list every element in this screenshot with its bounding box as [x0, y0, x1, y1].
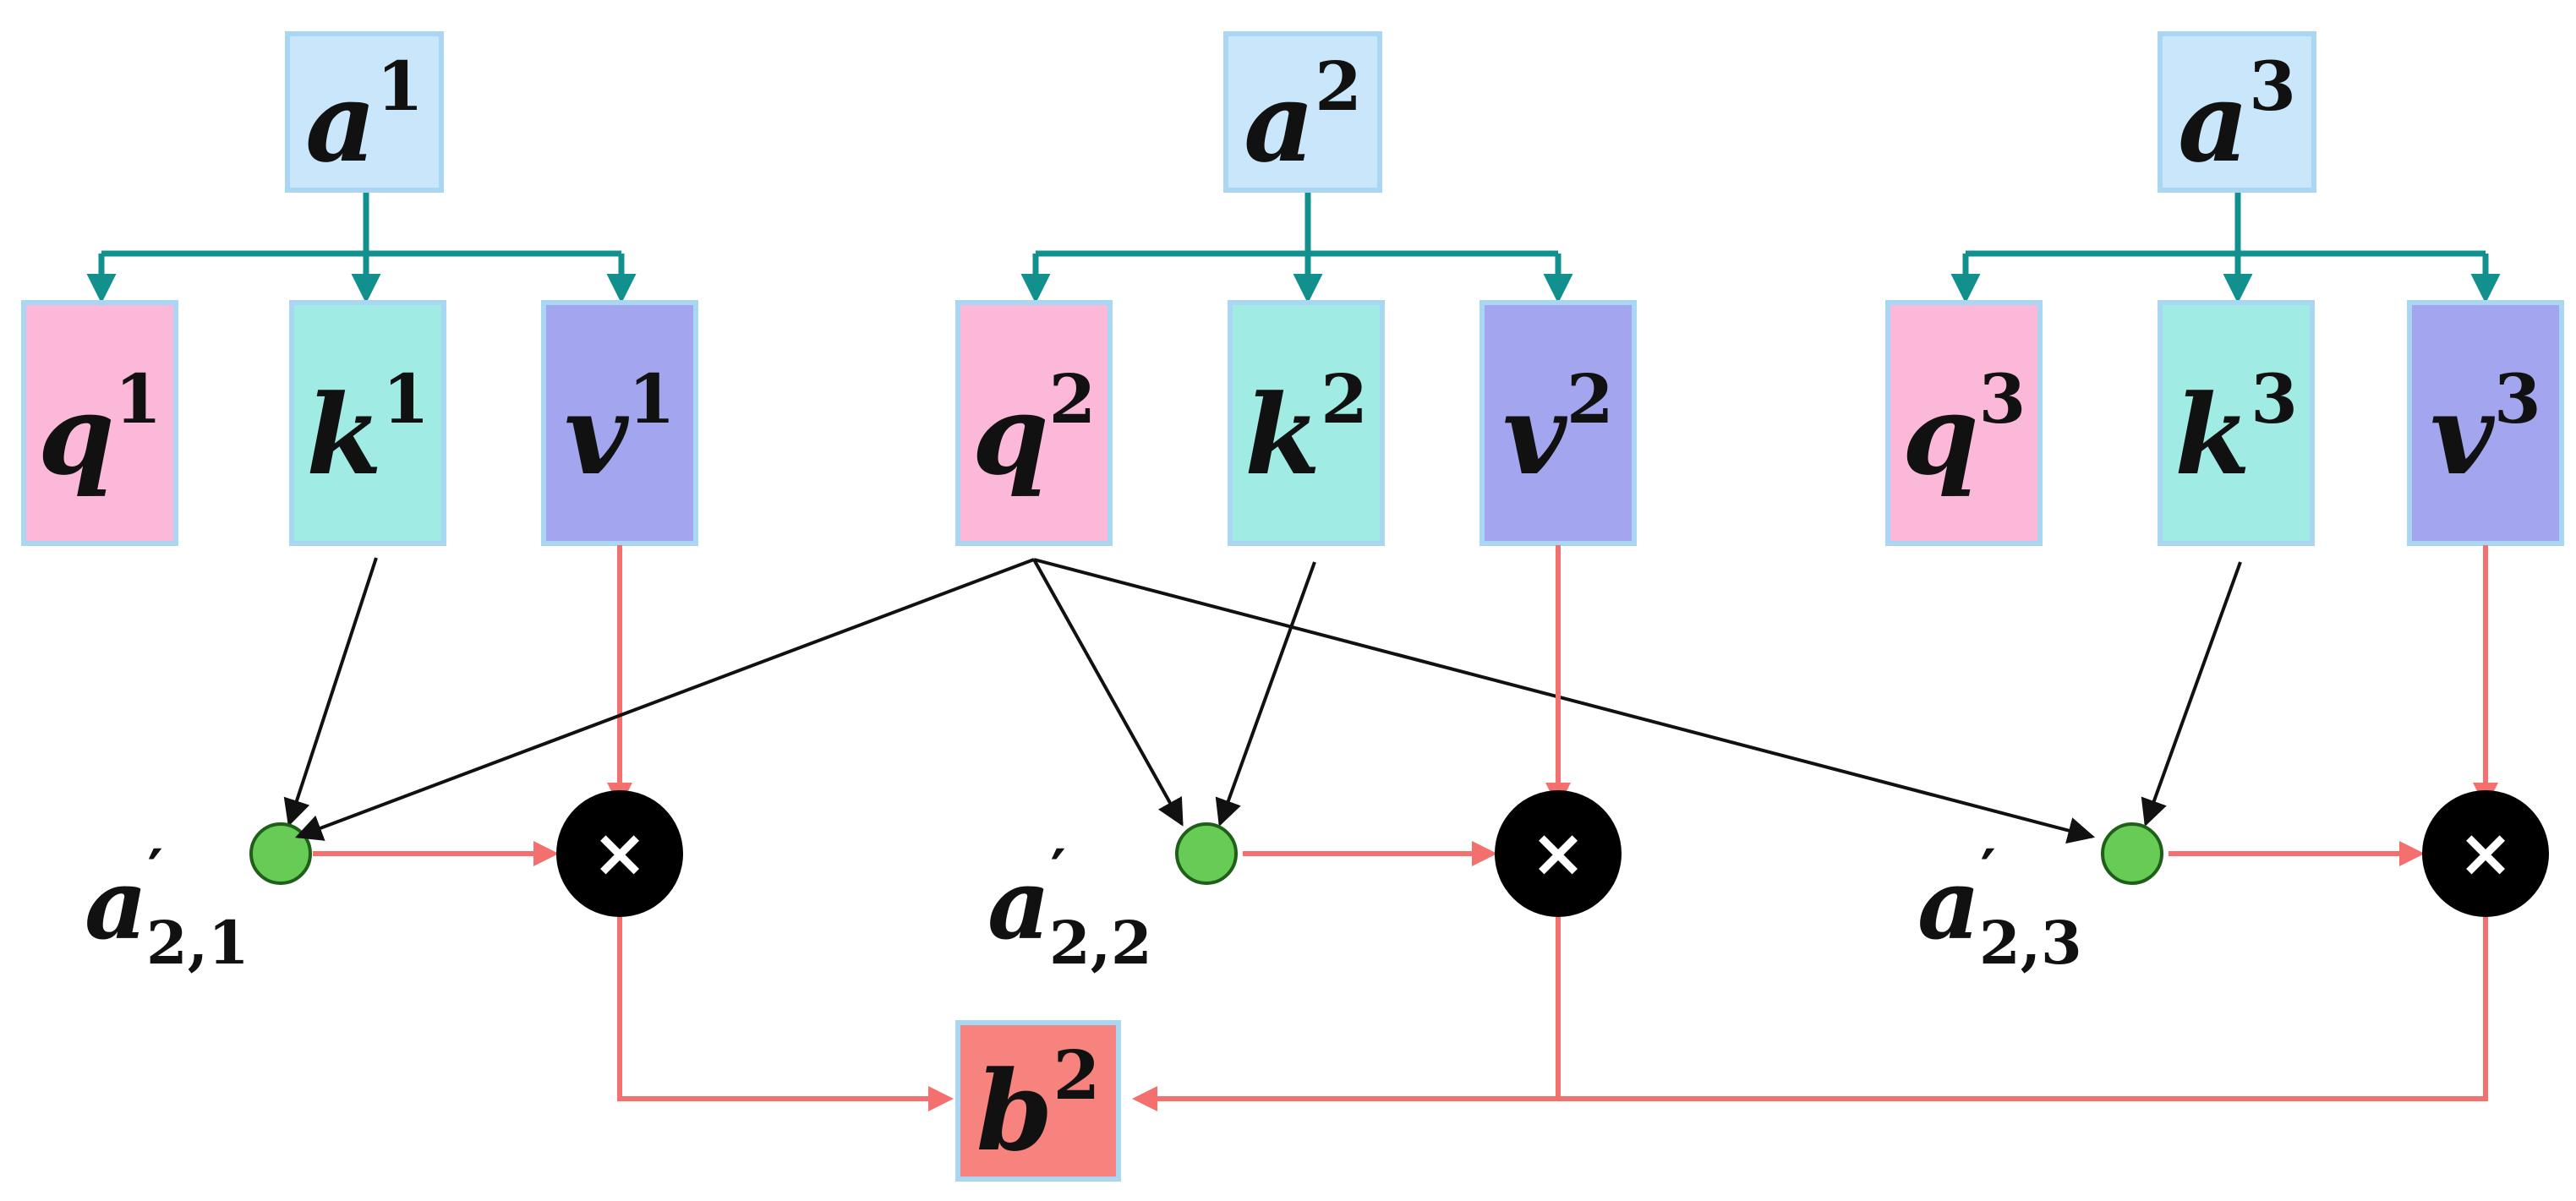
input-sup: 3 [2249, 46, 2296, 126]
column-1: a1 q1 k1 v1 [21, 31, 698, 978]
query-to-score-1-arrow [295, 558, 1035, 841]
score-node-icon [1175, 822, 1238, 885]
key-base: k [2174, 370, 2251, 500]
svg-text:q1: q1 [38, 359, 162, 500]
multiply-node-icon: × [556, 790, 683, 917]
input-box: a3 [2158, 31, 2316, 193]
svg-text:k1: k1 [306, 359, 429, 500]
query-sup: 2 [1049, 359, 1097, 439]
key-sup: 1 [382, 359, 429, 439]
query-base: q [38, 370, 115, 500]
query-to-score-2-arrow [1032, 559, 1184, 827]
value-sup: 1 [628, 359, 675, 439]
key-to-score-arrow [283, 557, 378, 827]
svg-text:q3: q3 [1902, 359, 2026, 500]
value-box: v2 [1479, 300, 1637, 546]
value-sup: 2 [1567, 359, 1614, 439]
svg-text:b2: b2 [976, 1035, 1101, 1176]
svg-text:k2: k2 [1244, 359, 1368, 500]
svg-text:v2: v2 [1502, 359, 1613, 500]
key-base: k [1244, 370, 1321, 500]
multiply-1-to-output [617, 917, 954, 1111]
key-base: k [306, 370, 382, 500]
key-to-score-arrow [1215, 561, 1316, 827]
value-base: v [1502, 370, 1567, 500]
multiply-symbol: × [1530, 816, 1585, 892]
key-box: k3 [2158, 300, 2315, 546]
score-label: a′2,3 [1917, 836, 2082, 978]
value-base: v [2430, 370, 2495, 500]
query-base: q [1902, 370, 1979, 500]
query-sup: 1 [115, 359, 162, 439]
multiply-symbol: × [2458, 816, 2513, 892]
key-sup: 3 [2251, 359, 2298, 439]
column-3: a3 q3 k3 v3 × [1885, 31, 2564, 978]
output-sup: 2 [1053, 1035, 1101, 1115]
value-base: v [564, 370, 629, 500]
svg-text:a3: a3 [2178, 46, 2296, 187]
score-node-icon [2101, 822, 2163, 885]
query-box: q2 [955, 300, 1113, 546]
svg-text:a1: a1 [305, 46, 424, 187]
query-box: q3 [1885, 300, 2043, 546]
svg-text:k3: k3 [2174, 359, 2298, 500]
query-to-score-3-arrow [1033, 558, 2096, 844]
input-box: a2 [1223, 31, 1382, 193]
value-sup: 3 [2494, 359, 2541, 439]
key-to-score-arrow [2141, 561, 2242, 827]
multiply-node-icon: × [1495, 790, 1622, 917]
query-base: q [972, 370, 1049, 500]
key-sup: 2 [1321, 359, 1368, 439]
input-base: a [2178, 57, 2249, 187]
multiply-symbol: × [592, 816, 647, 892]
input-box: a1 [285, 31, 444, 193]
key-box: k2 [1228, 300, 1385, 546]
output-base: b [976, 1046, 1053, 1176]
multiply-node-icon: × [2422, 790, 2549, 917]
score-label: a′2,2 [987, 836, 1152, 978]
svg-text:v1: v1 [564, 359, 675, 500]
svg-text:q2: q2 [972, 359, 1097, 500]
value-box: v3 [2407, 300, 2564, 546]
input-sup: 2 [1315, 46, 1362, 126]
query-sup: 3 [1979, 359, 2026, 439]
input-base: a [1244, 57, 1315, 187]
input-sup: 1 [376, 46, 424, 126]
multiply-3-to-output [1132, 917, 2488, 1111]
query-box: q1 [21, 300, 178, 546]
score-node-icon [249, 822, 312, 885]
svg-text:a2: a2 [1244, 46, 1362, 187]
svg-text:v3: v3 [2430, 359, 2540, 500]
value-box: v1 [541, 300, 698, 546]
output-box: b2 [955, 1020, 1121, 1182]
column-2: a2 q2 k2 v2 [295, 31, 2096, 978]
score-label: a′2,1 [85, 836, 249, 978]
aggregation-lines [617, 917, 2488, 1111]
input-base: a [305, 57, 376, 187]
key-box: k1 [289, 300, 446, 546]
